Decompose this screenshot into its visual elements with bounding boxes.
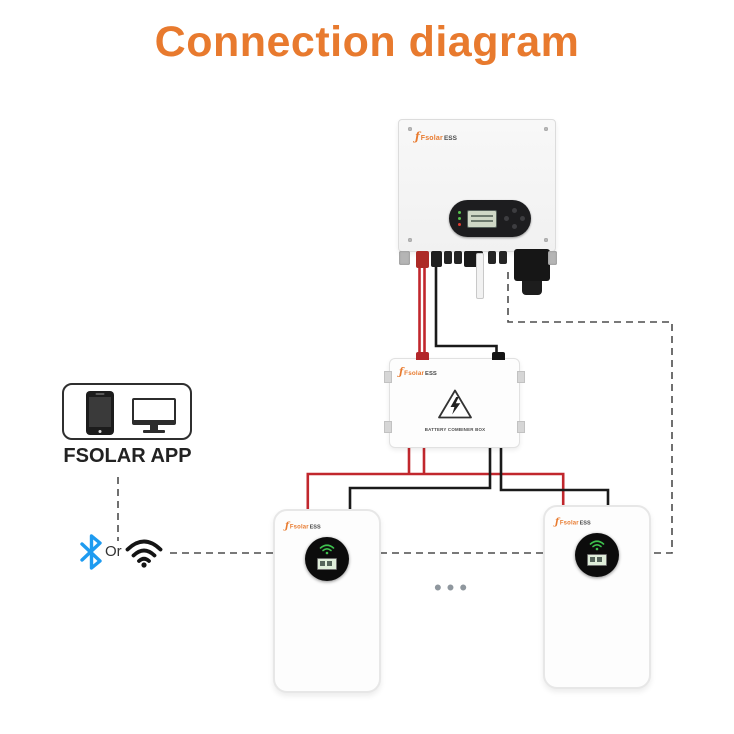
red-wire-to-batteries [306, 472, 565, 511]
led-green-icon [458, 217, 461, 220]
dc-connector [444, 251, 452, 264]
brand-prefix: Fsolar [420, 135, 443, 142]
mount-ear-left [399, 251, 410, 265]
inverter-nav-buttons [504, 207, 526, 230]
brand-suffix: ESS [579, 520, 591, 527]
brand-swoosh-icon: ƒ [555, 516, 560, 528]
phone-screen [89, 397, 111, 427]
screw-icon [544, 127, 548, 131]
monitor-chin [134, 420, 174, 423]
battery-combiner-box: ƒ Fsolar ESS BATTERY COMBINER BOX [384, 352, 525, 448]
bluetooth-icon [80, 534, 102, 570]
led-green-icon [458, 211, 461, 214]
brand-swoosh-icon: ƒ [415, 130, 420, 143]
brand-suffix: ESS [425, 370, 437, 377]
black-wire-to-right-battery [499, 446, 610, 507]
comms-dashed-lines [117, 272, 673, 554]
wifi-status-icon [319, 544, 335, 555]
high-voltage-warning-icon [437, 389, 472, 419]
mount-tab [384, 421, 392, 433]
page-title: Connection diagram [154, 18, 580, 66]
combiner-terminal-positive [416, 352, 429, 360]
brand-prefix: Fsolar [559, 520, 579, 527]
nav-up-button [512, 207, 517, 213]
screw-icon [408, 238, 412, 242]
brand-suffix: ESS [443, 135, 457, 142]
battery-unit-right: ƒ Fsolar ESS [543, 505, 651, 689]
ac-connector [514, 249, 550, 281]
pv-connector-red [416, 251, 429, 268]
ac-connector-gland [522, 281, 542, 295]
nav-left-button [504, 215, 509, 221]
wifi-icon [125, 539, 163, 568]
smartphone-icon [86, 391, 114, 435]
combiner-caption: BATTERY COMBINER BOX [424, 427, 485, 432]
status-led-icons [458, 211, 461, 226]
battery-lcd-screen [587, 554, 607, 566]
mount-tab [517, 421, 525, 433]
battery-lcd-screen [317, 558, 337, 570]
black-wire-inverter-combiner [434, 254, 498, 354]
phone-speaker [95, 393, 105, 395]
nav-right-button [520, 215, 525, 221]
black-power-wires [348, 254, 610, 511]
led-red-icon [458, 223, 461, 226]
nav-down-button [512, 223, 517, 229]
inverter-display-panel [449, 200, 531, 237]
screw-icon [408, 127, 412, 131]
monitor-stand [150, 425, 158, 430]
brand-logo: ƒ Fsolar ESS [415, 130, 457, 143]
or-label: Or [105, 543, 122, 560]
dc-connector [499, 251, 507, 264]
brand-logo: ƒ Fsolar ESS [555, 516, 591, 527]
combiner-terminal-negative [492, 352, 505, 360]
mount-tab [384, 371, 392, 383]
mount-tab [517, 371, 525, 383]
dc-connector [431, 251, 442, 267]
inverter-lcd-screen [467, 209, 497, 228]
brand-prefix: Fsolar [404, 370, 425, 377]
app-label: FSOLAR APP [63, 445, 192, 467]
wifi-status-icon [589, 540, 605, 551]
brand-swoosh-icon: ƒ [399, 366, 404, 378]
brand-prefix: Fsolar [289, 524, 309, 531]
black-wire-to-left-battery [348, 446, 492, 511]
wifi-antenna [476, 253, 484, 299]
battery-display [305, 537, 349, 581]
battery-unit-left: ƒ Fsolar ESS [273, 509, 381, 693]
fsolar-app-box [62, 383, 192, 440]
dc-connector [454, 251, 462, 264]
battery-display [575, 533, 619, 577]
monitor-icon [132, 398, 176, 425]
dc-connector [488, 251, 496, 264]
ellipsis-icon: ••• [433, 575, 473, 600]
mount-ear-right [548, 251, 557, 265]
brand-suffix: ESS [309, 524, 321, 531]
brand-swoosh-icon: ƒ [285, 520, 290, 532]
phone-home-button [98, 429, 102, 433]
monitor-base [143, 430, 165, 433]
brand-logo: ƒ Fsolar ESS [285, 520, 321, 531]
inverter-device: ƒ Fsolar ESS [398, 119, 557, 299]
brand-logo: ƒ Fsolar ESS [399, 366, 437, 378]
screw-icon [544, 238, 548, 242]
